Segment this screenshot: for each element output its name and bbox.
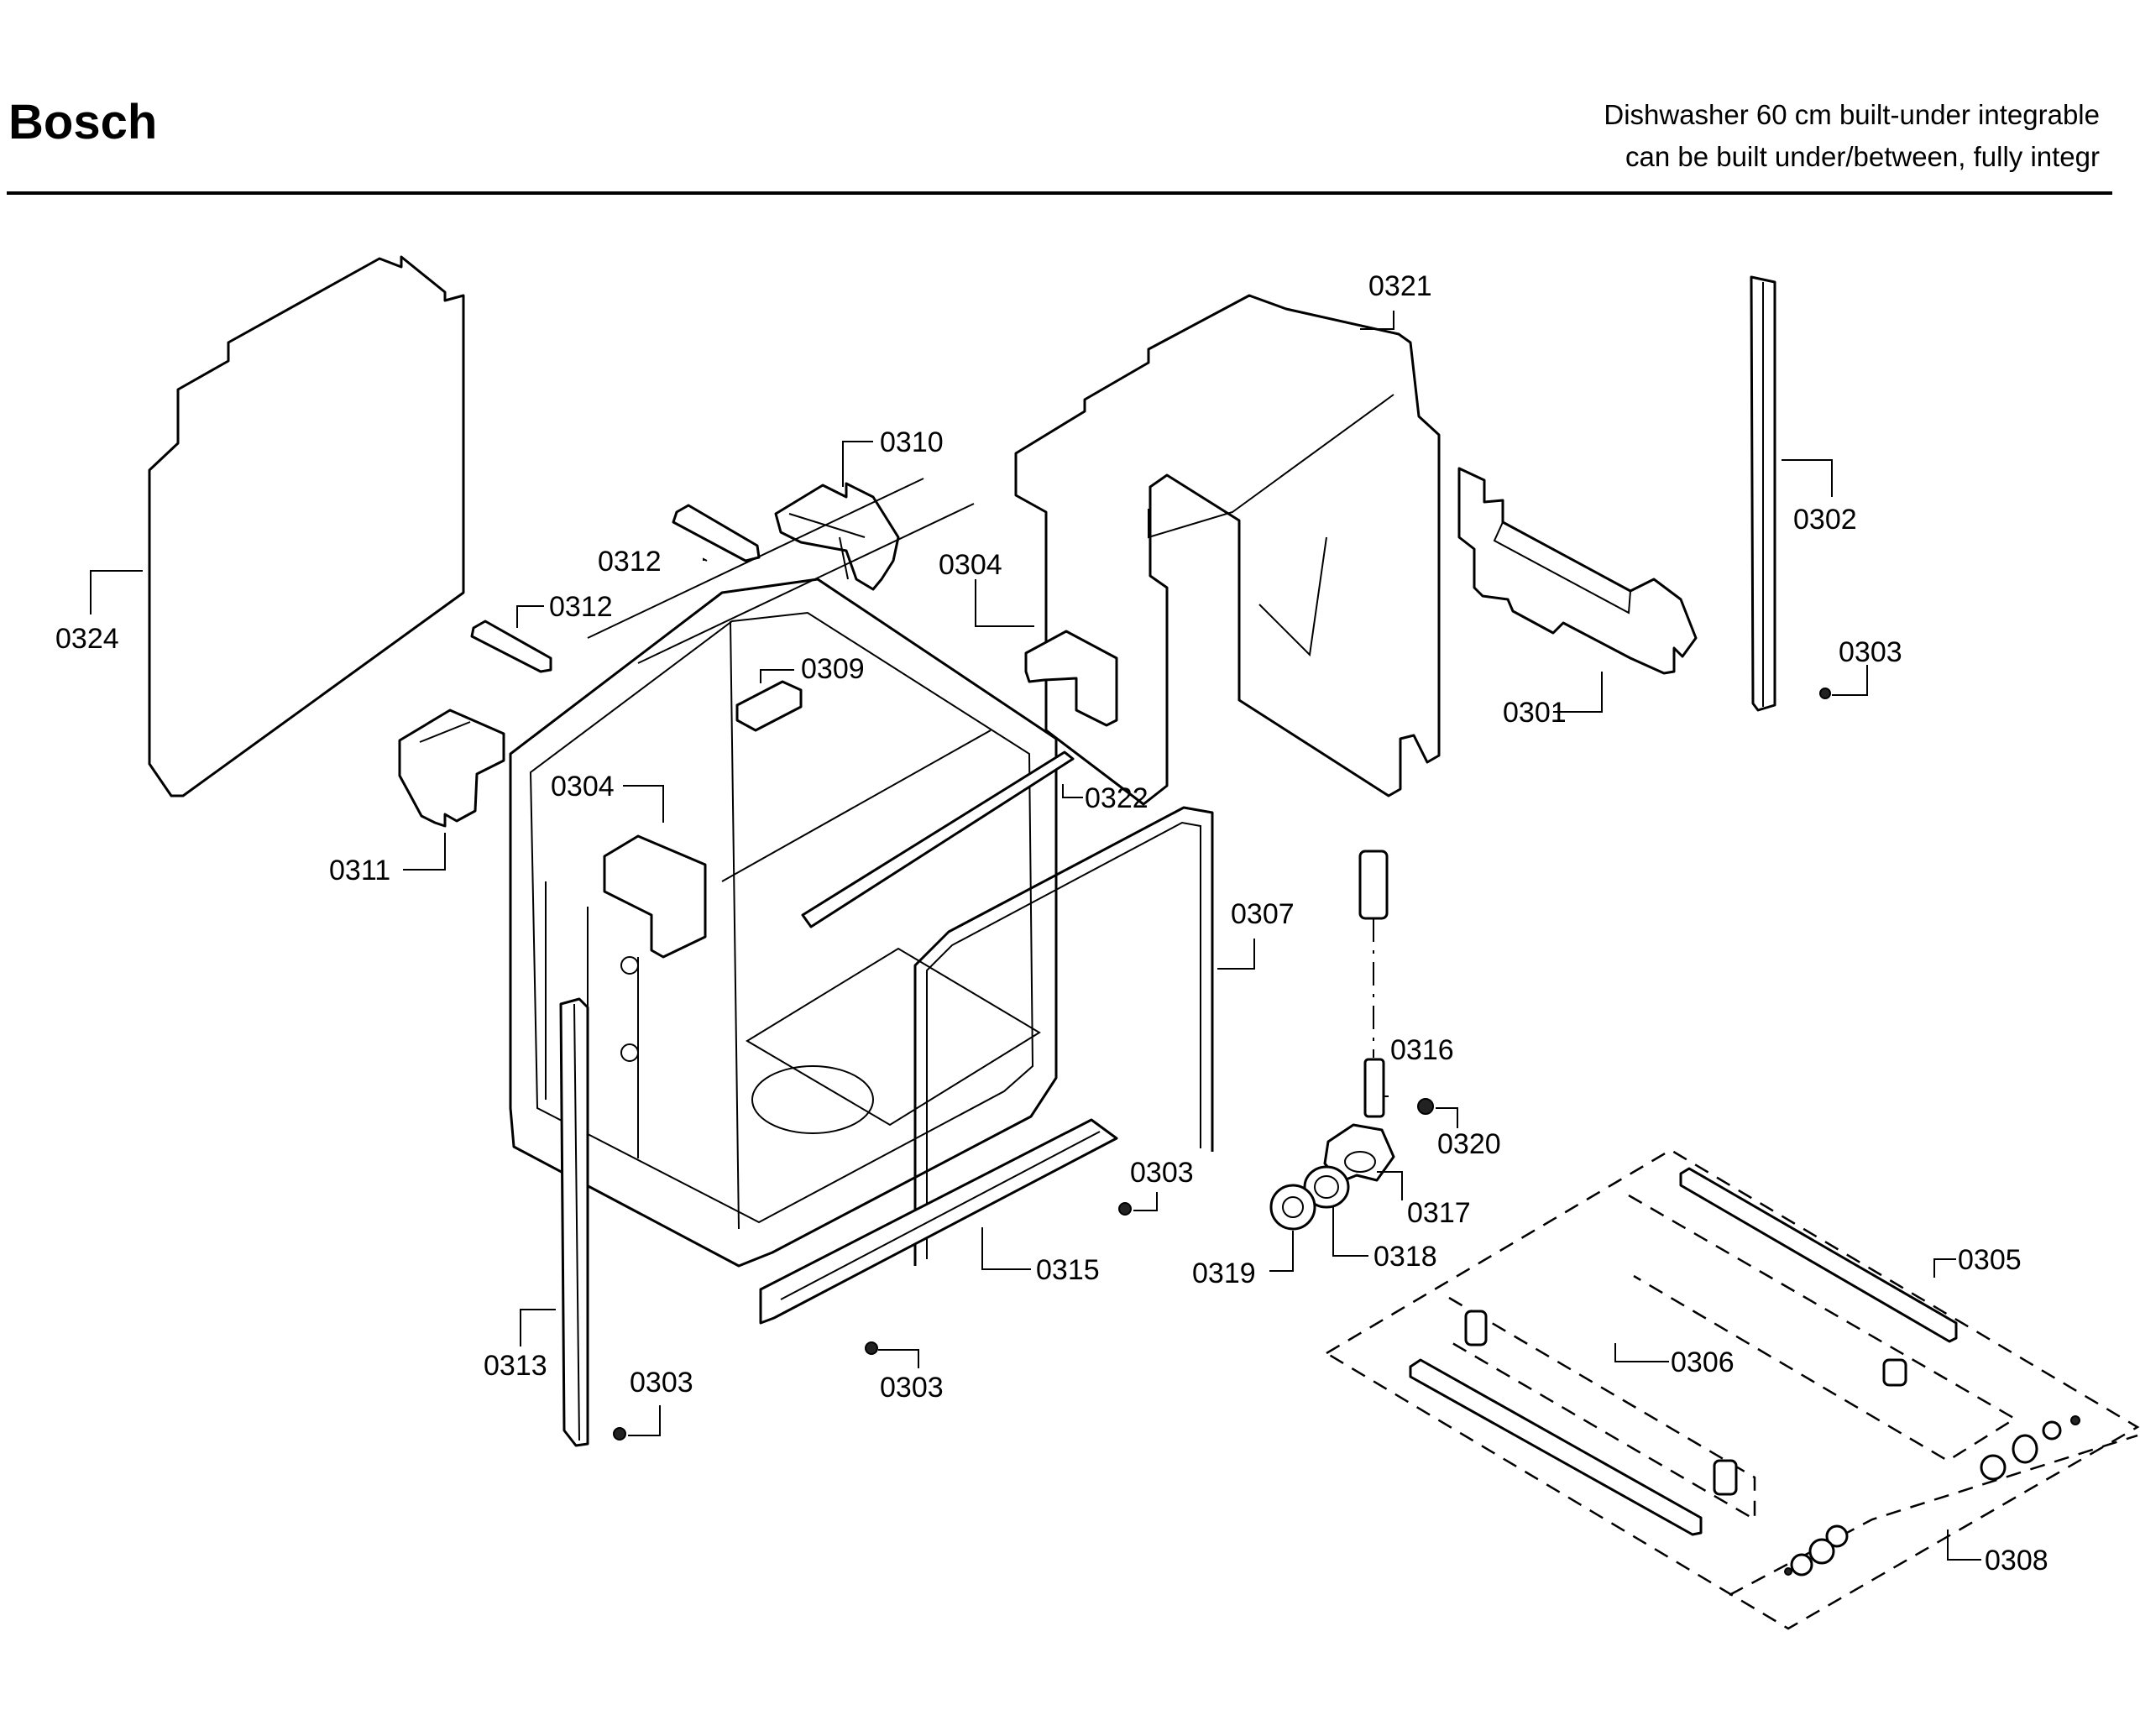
brand-title: Bosch	[8, 95, 158, 149]
part-0324-side-panel	[90, 255, 465, 797]
callout-0307: 0307	[1231, 898, 1295, 930]
callout-0302: 0302	[1793, 504, 1857, 536]
part-0312-clip-upper	[672, 504, 761, 562]
part-0318-ring	[1303, 1165, 1368, 1257]
part-0306-hinge	[1464, 1310, 1907, 1496]
part-0308-feet-set	[1784, 1415, 2080, 1577]
part-0316-hose	[1358, 850, 1389, 1118]
callout-0313: 0313	[484, 1350, 547, 1382]
part-group-base-assembly	[1326, 1148, 2140, 1630]
callout-0312-upper: 0312	[598, 546, 662, 578]
callout-0303-bottom-left: 0303	[630, 1367, 693, 1399]
callout-0303-right: 0303	[1839, 636, 1902, 668]
part-0319-nut	[1269, 1184, 1316, 1272]
callout-0321: 0321	[1368, 270, 1432, 302]
callout-0317: 0317	[1407, 1197, 1471, 1229]
part-lower-rail	[1409, 1358, 1703, 1536]
model-description-line-1: Dishwasher 60 cm built-under integrable	[1604, 99, 2100, 130]
callout-0306: 0306	[1671, 1346, 1734, 1378]
part-0320-screw	[1417, 1098, 1458, 1128]
header-divider	[7, 191, 2112, 195]
part-0303-screw-center	[1118, 1192, 1158, 1216]
callout-0318: 0318	[1373, 1241, 1437, 1273]
part-0303-screw-right	[1819, 665, 1868, 699]
part-0315-base-plate	[759, 1118, 1118, 1325]
part-0310-connector-block	[774, 441, 900, 591]
callout-0312-lower: 0312	[549, 591, 613, 623]
part-0311-connector-left	[398, 709, 505, 871]
callout-0311: 0311	[329, 855, 390, 886]
part-0304-module-right	[975, 579, 1118, 727]
part-0303-screw-bottom-mid	[865, 1341, 919, 1368]
model-description-line-2: can be built under/between, fully integr	[1625, 141, 2100, 172]
callout-0304-left: 0304	[551, 771, 615, 803]
callout-0305: 0305	[1958, 1244, 2022, 1276]
part-0307-door-seal	[913, 806, 1255, 1266]
part-0322-rail	[801, 750, 1083, 928]
part-0305-rail	[1679, 1167, 1958, 1343]
part-0303-screw-bottom-left	[613, 1405, 661, 1441]
callout-0303-bottom-mid: 0303	[880, 1372, 944, 1404]
callout-0324: 0324	[55, 623, 119, 655]
callout-0320: 0320	[1437, 1128, 1501, 1160]
callout-0304-right: 0304	[939, 549, 1002, 581]
callout-0322: 0322	[1085, 782, 1148, 814]
part-0313-side-strip	[520, 997, 589, 1447]
callout-0303-center: 0303	[1130, 1157, 1194, 1189]
callout-0315: 0315	[1036, 1254, 1100, 1286]
callout-0316: 0316	[1390, 1034, 1454, 1066]
part-0302-side-strip	[1750, 275, 1833, 712]
callout-0310: 0310	[880, 426, 944, 458]
part-tub-body	[509, 478, 1058, 1268]
callout-0319: 0319	[1192, 1258, 1256, 1289]
part-0321-insulation-hood	[1014, 294, 1441, 806]
callout-0301: 0301	[1503, 697, 1567, 729]
callout-0308: 0308	[1985, 1545, 2048, 1577]
part-0312-clip-lower	[470, 605, 552, 673]
part-0301-bracket	[1457, 467, 1698, 713]
callout-0309: 0309	[801, 653, 865, 685]
